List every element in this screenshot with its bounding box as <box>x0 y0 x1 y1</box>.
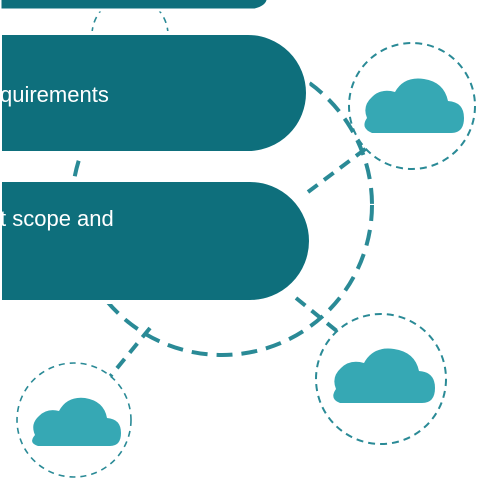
top-pill-fragment <box>0 0 270 12</box>
cloud-node-bottom-right <box>315 313 447 445</box>
pill-scope-label: t scope and <box>0 206 114 231</box>
pill-requirements <box>0 31 310 155</box>
cloud-icon <box>32 397 121 446</box>
connector-bottom-right <box>294 296 340 334</box>
cloud-node-right <box>348 42 476 170</box>
cloud-icon <box>364 78 464 133</box>
pill-scope <box>0 178 313 304</box>
connector-bottom-left <box>102 326 152 386</box>
connector-right <box>306 136 382 194</box>
pill-requirements-label: quirements <box>0 82 109 107</box>
cloud-icon <box>333 348 435 403</box>
cloud-node-bottom-left <box>16 362 132 478</box>
